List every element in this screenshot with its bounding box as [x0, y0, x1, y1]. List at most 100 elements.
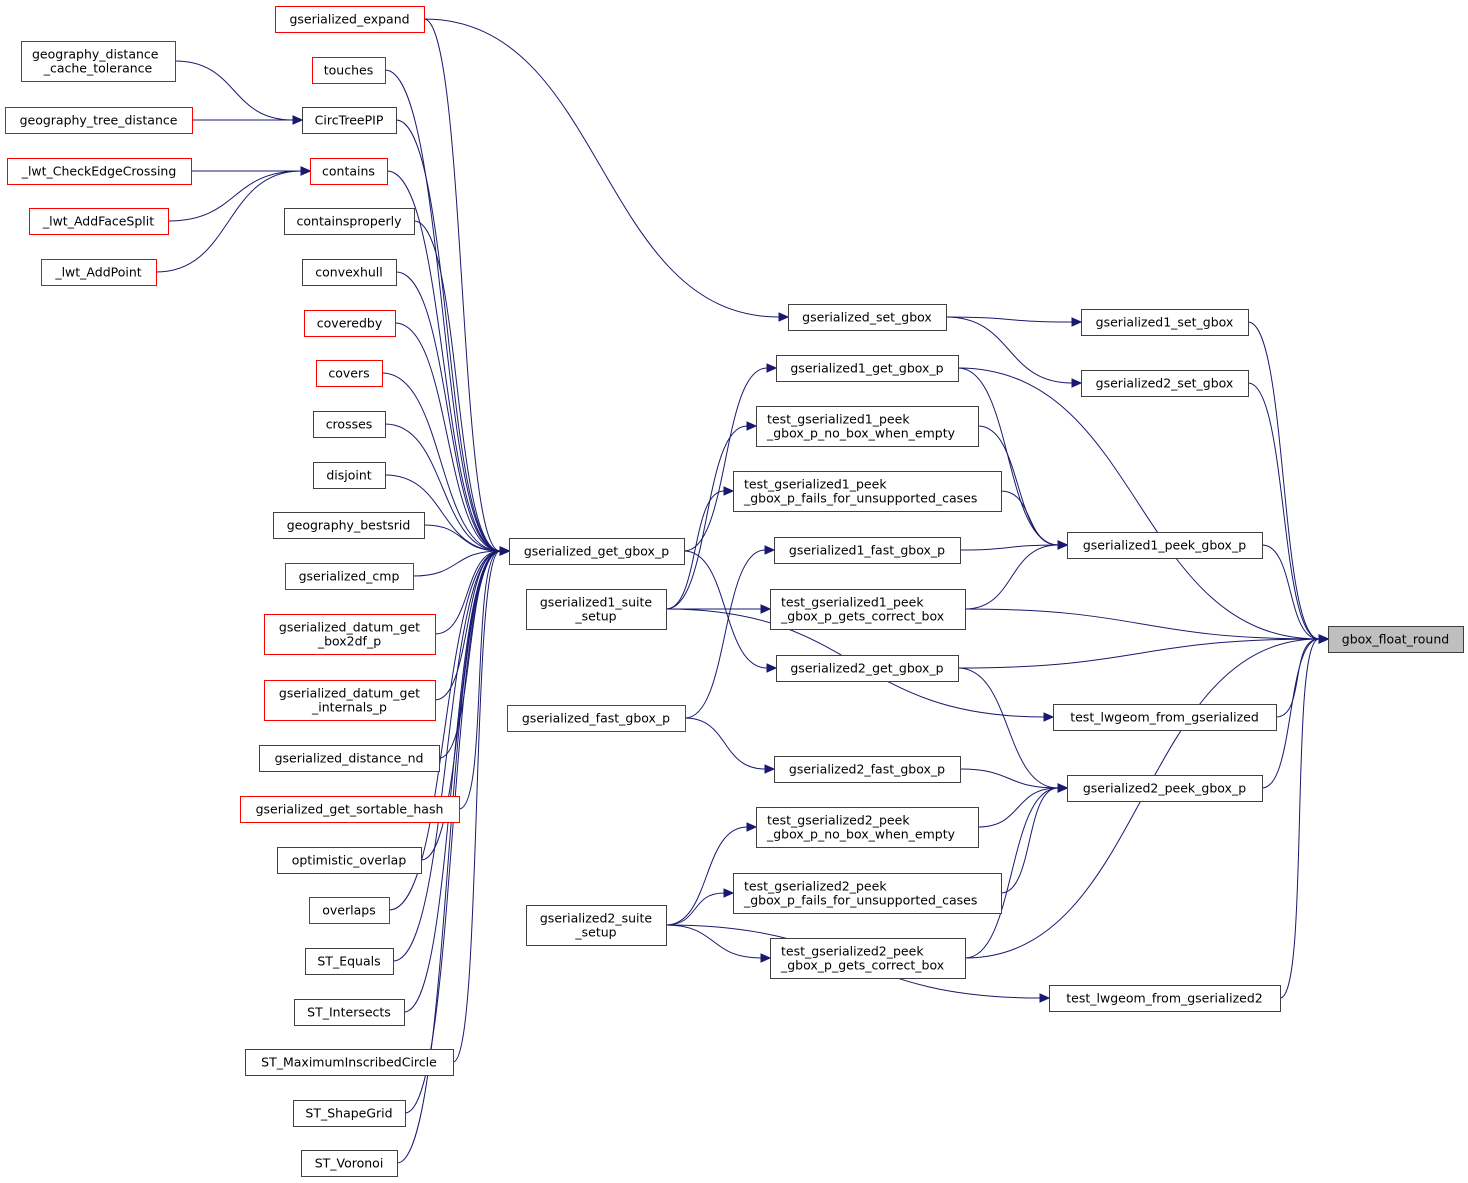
- node-test-gserialized1-peek-gbox-p-fails-for-unsupported-cases[interactable]: test_gserialized1_peek_gbox_p_fails_for_…: [733, 471, 1002, 512]
- node-geography-tree-distance[interactable]: geography_tree_distance: [5, 107, 193, 134]
- edge-disjoint-to-gserialized-get-gbox-p: [384, 474, 501, 552]
- nodes-layer: gbox_float_roundgserialized1_set_gboxgse…: [5, 6, 1464, 1177]
- node-gserialized1-set-gbox[interactable]: gserialized1_set_gbox: [1081, 309, 1249, 336]
- edge-gserialized-datum-get-box2df-p-to-gserialized-get-gbox-p: [434, 550, 501, 635]
- edge-st-equals-to-gserialized-get-gbox-p: [392, 550, 501, 962]
- node-st-intersects[interactable]: ST_Intersects: [294, 999, 405, 1026]
- node-gserialized-datum-get-box2df-p[interactable]: gserialized_datum_get_box2df_p: [264, 614, 436, 655]
- node-label: gserialized_cmp: [299, 569, 400, 584]
- node-st-voronoi[interactable]: ST_Voronoi: [301, 1150, 398, 1177]
- node-gserialized2-peek-gbox-p[interactable]: gserialized2_peek_gbox_p: [1067, 775, 1263, 802]
- node-box: [259, 745, 440, 772]
- arrowhead-icon: [760, 604, 772, 614]
- node-box: [1328, 626, 1464, 653]
- node-convexhull[interactable]: convexhull: [302, 259, 397, 286]
- node-test-lwgeom-from-gserialized[interactable]: test_lwgeom_from_gserialized: [1053, 704, 1277, 731]
- edge-test-lwgeom-from-gserialized2-to-gbox-float-round: [1279, 638, 1320, 999]
- edge-gserialized2-suite-setup-to-test-gserialized2-peek-gbox-p-no-box-when-empty: [665, 826, 748, 926]
- arrowhead-icon: [292, 115, 304, 125]
- node-gserialized1-suite-setup[interactable]: gserialized1_suite_setup: [526, 589, 667, 630]
- node-test-gserialized1-peek-gbox-p-no-box-when-empty[interactable]: test_gserialized1_peek_gbox_p_no_box_whe…: [756, 406, 979, 447]
- node-label: test_gserialized1_peek: [744, 477, 887, 492]
- arrowhead-icon: [778, 312, 790, 322]
- node-test-gserialized1-peek-gbox-p-gets-correct-box[interactable]: test_gserialized1_peek_gbox_p_gets_corre…: [770, 589, 966, 630]
- node-gserialized1-get-gbox-p[interactable]: gserialized1_get_gbox_p: [776, 355, 959, 382]
- edge-lwt-addpoint-to-contains: [155, 170, 302, 273]
- node-box: [293, 1100, 406, 1127]
- node-label: contains: [322, 164, 375, 179]
- node-box: [245, 1049, 454, 1076]
- node-label: gserialized1_set_gbox: [1096, 315, 1234, 330]
- edge-gserialized1-fast-gbox-p-to-gserialized1-peek-gbox-p: [959, 544, 1059, 551]
- node-test-gserialized2-peek-gbox-p-gets-correct-box[interactable]: test_gserialized2_peek_gbox_p_gets_corre…: [770, 938, 966, 979]
- node-lwt-checkedgecrossing[interactable]: _lwt_CheckEdgeCrossing: [7, 158, 192, 185]
- node-geography-bestsrid[interactable]: geography_bestsrid: [273, 512, 425, 539]
- node-touches[interactable]: touches: [312, 57, 386, 84]
- node-label: gserialized_distance_nd: [275, 751, 424, 766]
- node-gserialized1-peek-gbox-p[interactable]: gserialized1_peek_gbox_p: [1067, 532, 1263, 559]
- edge-gserialized-distance-nd-to-gserialized-get-gbox-p: [438, 550, 501, 759]
- node-label: _gbox_p_fails_for_unsupported_cases: [743, 491, 977, 506]
- node-gserialized-datum-get-internals-p[interactable]: gserialized_datum_get_internals_p: [264, 680, 436, 721]
- node-gserialized-get-sortable-hash[interactable]: gserialized_get_sortable_hash: [240, 796, 460, 823]
- node-test-lwgeom-from-gserialized2[interactable]: test_lwgeom_from_gserialized2: [1049, 985, 1281, 1012]
- node-gserialized2-fast-gbox-p[interactable]: gserialized2_fast_gbox_p: [774, 756, 961, 783]
- node-optimistic-overlap[interactable]: optimistic_overlap: [277, 847, 422, 874]
- edge-st-maximuminscribedcircle-to-gserialized-get-gbox-p: [452, 550, 501, 1063]
- node-gserialized2-set-gbox[interactable]: gserialized2_set_gbox: [1081, 370, 1249, 397]
- node-gserialized-get-gbox-p[interactable]: gserialized_get_gbox_p: [509, 538, 685, 565]
- edge-st-intersects-to-gserialized-get-gbox-p: [403, 550, 501, 1013]
- node-label: touches: [324, 63, 373, 78]
- node-geography-distance-cache-tolerance[interactable]: geography_distance_cache_tolerance: [21, 41, 176, 82]
- node-containsproperly[interactable]: containsproperly: [284, 208, 415, 235]
- node-st-maximuminscribedcircle[interactable]: ST_MaximumInscribedCircle: [245, 1049, 454, 1076]
- node-st-equals[interactable]: ST_Equals: [305, 948, 394, 975]
- node-gserialized-cmp[interactable]: gserialized_cmp: [285, 563, 414, 590]
- node-label: test_gserialized2_peek: [744, 879, 887, 894]
- edge-lwt-addfacesplit-to-contains: [167, 170, 302, 222]
- node-covers[interactable]: covers: [316, 360, 383, 387]
- node-contains[interactable]: contains: [310, 158, 388, 185]
- node-label: gserialized1_fast_gbox_p: [789, 543, 945, 558]
- node-box: [770, 938, 966, 979]
- node-label: gserialized2_suite: [540, 911, 653, 926]
- edge-gserialized2-get-gbox-p-to-gbox-float-round: [957, 638, 1320, 669]
- node-label: gserialized2_peek_gbox_p: [1083, 781, 1246, 796]
- node-label: test_lwgeom_from_gserialized: [1070, 710, 1259, 725]
- node-box: [309, 897, 390, 924]
- node-box: [509, 538, 685, 565]
- arrowhead-icon: [766, 663, 778, 673]
- node-box: [733, 471, 1002, 512]
- node-gserialized-fast-gbox-p[interactable]: gserialized_fast_gbox_p: [507, 705, 686, 732]
- edge-contains-to-gserialized-get-gbox-p: [386, 170, 501, 552]
- node-box: [302, 107, 397, 134]
- node-gserialized2-suite-setup[interactable]: gserialized2_suite_setup: [526, 905, 667, 946]
- node-box: [273, 512, 425, 539]
- edge-convexhull-to-gserialized-get-gbox-p: [395, 271, 501, 552]
- node-st-shapegrid[interactable]: ST_ShapeGrid: [293, 1100, 406, 1127]
- node-box: [507, 705, 686, 732]
- node-label: gserialized_fast_gbox_p: [522, 711, 670, 726]
- node-test-gserialized2-peek-gbox-p-fails-for-unsupported-cases[interactable]: test_gserialized2_peek_gbox_p_fails_for_…: [733, 873, 1002, 914]
- node-gserialized-distance-nd[interactable]: gserialized_distance_nd: [259, 745, 440, 772]
- node-label: gserialized2_set_gbox: [1096, 376, 1234, 391]
- node-circtreepip[interactable]: CircTreePIP: [302, 107, 397, 134]
- node-overlaps[interactable]: overlaps: [309, 897, 390, 924]
- node-gserialized2-get-gbox-p[interactable]: gserialized2_get_gbox_p: [776, 655, 959, 682]
- node-gserialized-set-gbox[interactable]: gserialized_set_gbox: [788, 304, 947, 331]
- node-box: [264, 680, 436, 721]
- node-test-gserialized2-peek-gbox-p-no-box-when-empty[interactable]: test_gserialized2_peek_gbox_p_no_box_whe…: [756, 807, 979, 848]
- node-box: [1067, 532, 1263, 559]
- node-coveredby[interactable]: coveredby: [304, 310, 396, 337]
- edge-overlaps-to-gserialized-get-gbox-p: [388, 550, 501, 911]
- node-gserialized1-fast-gbox-p[interactable]: gserialized1_fast_gbox_p: [774, 537, 961, 564]
- node-lwt-addpoint[interactable]: _lwt_AddPoint: [41, 259, 157, 286]
- node-disjoint[interactable]: disjoint: [313, 462, 386, 489]
- node-crosses[interactable]: crosses: [313, 411, 386, 438]
- node-box: [294, 999, 405, 1026]
- node-gserialized-expand[interactable]: gserialized_expand: [275, 6, 425, 33]
- node-label: _box2df_p: [317, 634, 381, 649]
- node-box: [788, 304, 947, 331]
- node-lwt-addfacesplit[interactable]: _lwt_AddFaceSplit: [29, 208, 169, 235]
- node-box: [756, 406, 979, 447]
